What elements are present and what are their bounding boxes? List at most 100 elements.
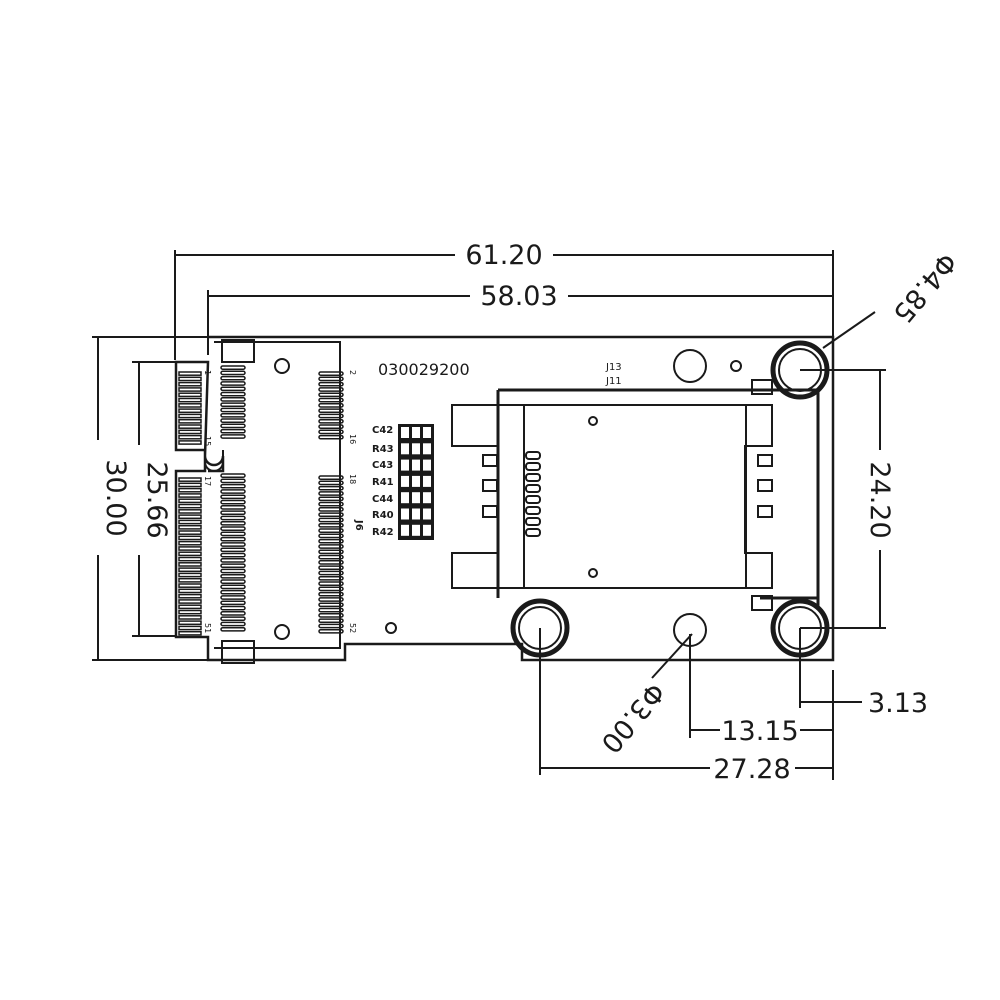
connector-pad (220, 386, 246, 392)
pin-2: 2 (348, 370, 357, 375)
connector-pad (220, 536, 246, 542)
connector-pad (318, 554, 344, 560)
connector-pad (220, 489, 246, 494)
connector-pad (220, 397, 246, 402)
sim-tray-outline (451, 404, 773, 589)
component-pad (412, 475, 420, 487)
dim-hole-edge-offset-lines (799, 628, 862, 708)
pin-52: 52 (348, 623, 357, 633)
connector-pad (220, 626, 246, 632)
edge-finger (178, 625, 202, 631)
component-pad (401, 475, 409, 487)
dim-hole-spacing-horizontal: 27.28 (713, 754, 790, 785)
pin-1: 1 (203, 370, 212, 375)
edge-finger (178, 535, 202, 541)
sim-contact-pins (525, 451, 541, 537)
edge-finger (178, 609, 202, 615)
connector-pad (220, 510, 246, 516)
component-pad (423, 443, 431, 455)
small-hole-bottom (673, 613, 707, 647)
component-pad (423, 492, 431, 504)
edge-finger (178, 498, 202, 504)
dim-width-edge: 58.03 (480, 281, 557, 312)
board-outline (174, 335, 835, 662)
small-hole-leader (651, 633, 693, 679)
edge-finger (178, 392, 202, 398)
edge-finger (178, 424, 202, 429)
connector-pad (318, 538, 344, 544)
dim-width-overall: 61.20 (465, 240, 542, 271)
pin-18: 18 (348, 474, 357, 484)
connector-pad (220, 605, 246, 611)
connector-pad (220, 370, 246, 376)
edge-finger (178, 577, 202, 583)
comp-label-r42: R42 (372, 527, 394, 538)
connector-pad (318, 507, 344, 512)
edge-finger (178, 440, 202, 445)
component-pad (401, 508, 409, 520)
edge-finger (178, 620, 202, 626)
connector-pad (318, 392, 344, 398)
edge-finger (178, 615, 202, 620)
connector-pads-left (220, 365, 246, 632)
connector-pad (318, 512, 344, 518)
component-pad (412, 524, 420, 536)
large-mounting-hole-bottom-left (510, 598, 570, 658)
connector-pad (220, 412, 246, 418)
comp-label-c43: C43 (372, 460, 393, 471)
large-mounting-hole-bottom-right (770, 598, 830, 658)
edge-finger (178, 583, 202, 588)
dim-small-hole-diameter: Φ3.00 (594, 676, 670, 758)
connector-pad (220, 542, 246, 547)
connector-pad (318, 544, 344, 549)
edge-finger (178, 599, 202, 604)
ref-j13: J13 (605, 362, 622, 373)
component-pad (423, 459, 431, 471)
component-pad (423, 475, 431, 487)
edge-finger (178, 556, 202, 562)
dim-hole-spacing-vertical-lines (800, 369, 886, 629)
connector-pad (318, 408, 344, 414)
comp-label-r40: R40 (372, 510, 394, 521)
edge-finger (178, 387, 202, 392)
dim-height-overall-lines (92, 336, 223, 661)
connector-pad (318, 623, 344, 629)
connector-pad (318, 429, 344, 435)
connector-pad (318, 381, 344, 387)
edge-finger (178, 477, 202, 482)
large-hole-leader (822, 311, 876, 349)
connector-pad (318, 491, 344, 496)
connector-pad (220, 520, 246, 526)
component-pad-grid (398, 424, 434, 540)
edge-finger (178, 551, 202, 557)
pin-15: 15 (203, 436, 212, 446)
connector-pad (318, 424, 344, 429)
sim-holder-frame (496, 388, 820, 610)
ref-j11: J11 (605, 376, 622, 387)
dim-width-overall-lines (174, 250, 834, 360)
edge-finger (178, 562, 202, 567)
connector-pad (220, 595, 246, 600)
connector-pads-right (318, 371, 344, 634)
connector-pad (318, 387, 344, 392)
comp-label-r41: R41 (372, 477, 394, 488)
connector-pad (318, 628, 344, 634)
connector-pad (318, 501, 344, 507)
connector-pad (220, 616, 246, 622)
edge-finger (178, 397, 202, 403)
ref-j6: J6 (353, 519, 364, 531)
connector-pad (318, 565, 344, 571)
dim-height-overall: 30.00 (100, 459, 131, 536)
connector-pad (220, 611, 246, 616)
dim-hole-edge-offset: 3.13 (868, 688, 928, 719)
connector-pad (220, 563, 246, 569)
edge-finger (178, 604, 202, 610)
connector-pad (220, 381, 246, 386)
component-labels: C42 R43 C43 R41 C44 R40 R42 (372, 425, 394, 538)
connector-pad (318, 403, 344, 408)
component-pad (401, 459, 409, 471)
edge-finger (178, 514, 202, 520)
component-pad (423, 427, 431, 438)
component-pad (401, 443, 409, 455)
dim-small-hole-offset: 13.15 (721, 716, 798, 747)
